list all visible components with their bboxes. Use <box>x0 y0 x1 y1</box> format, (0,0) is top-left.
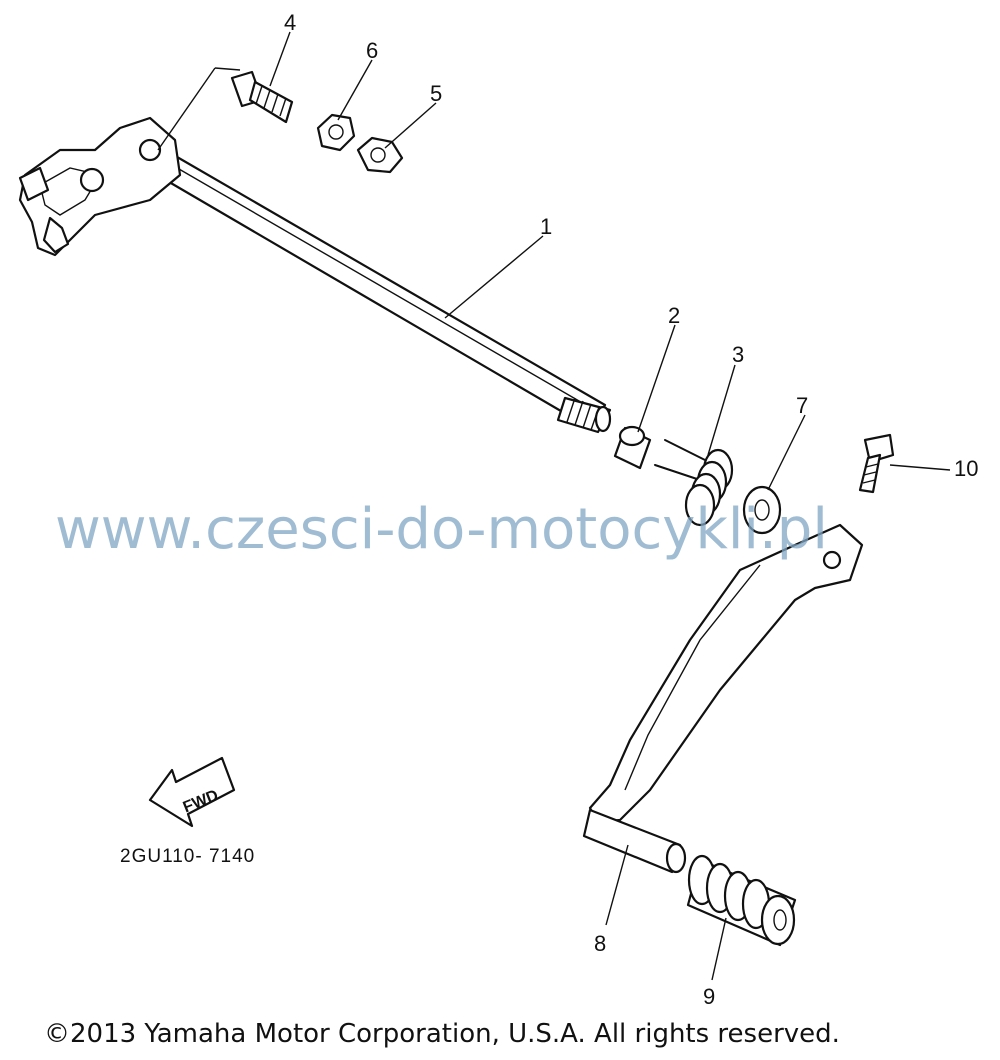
watermark-text: www.czesci-do-motocykli.pl <box>55 497 828 562</box>
copyright-text: ©2013 Yamaha Motor Corporation, U.S.A. A… <box>44 1019 840 1049</box>
callout-3: 3 <box>732 342 744 367</box>
callout-1: 1 <box>540 214 552 239</box>
callout-2: 2 <box>668 303 680 328</box>
callout-10: 10 <box>954 456 978 481</box>
callout-5: 5 <box>430 81 442 106</box>
callout-6: 6 <box>366 38 378 63</box>
spring-part-3 <box>654 439 734 527</box>
bolt-part-4 <box>230 70 294 124</box>
drawing-code: 2GU110- 7140 <box>120 846 255 867</box>
leader-lines <box>157 31 951 981</box>
washer-part-7 <box>742 485 782 535</box>
lock-washer-part-5 <box>356 136 404 174</box>
callout-numbers: 4 6 5 1 2 3 7 10 8 9 <box>284 10 978 1009</box>
callout-9: 9 <box>703 984 715 1009</box>
shift-shaft-part <box>18 116 612 434</box>
bolt-part-10 <box>858 433 895 494</box>
callout-4: 4 <box>284 10 296 35</box>
fwd-arrow-icon: FWD <box>148 756 236 828</box>
callout-7: 7 <box>796 393 808 418</box>
callout-8: 8 <box>594 931 606 956</box>
collar-part-2 <box>613 425 652 470</box>
rubber-peg-part-9 <box>686 854 797 947</box>
nut-part-6 <box>316 113 356 152</box>
shift-pedal-part-8 <box>582 523 864 874</box>
